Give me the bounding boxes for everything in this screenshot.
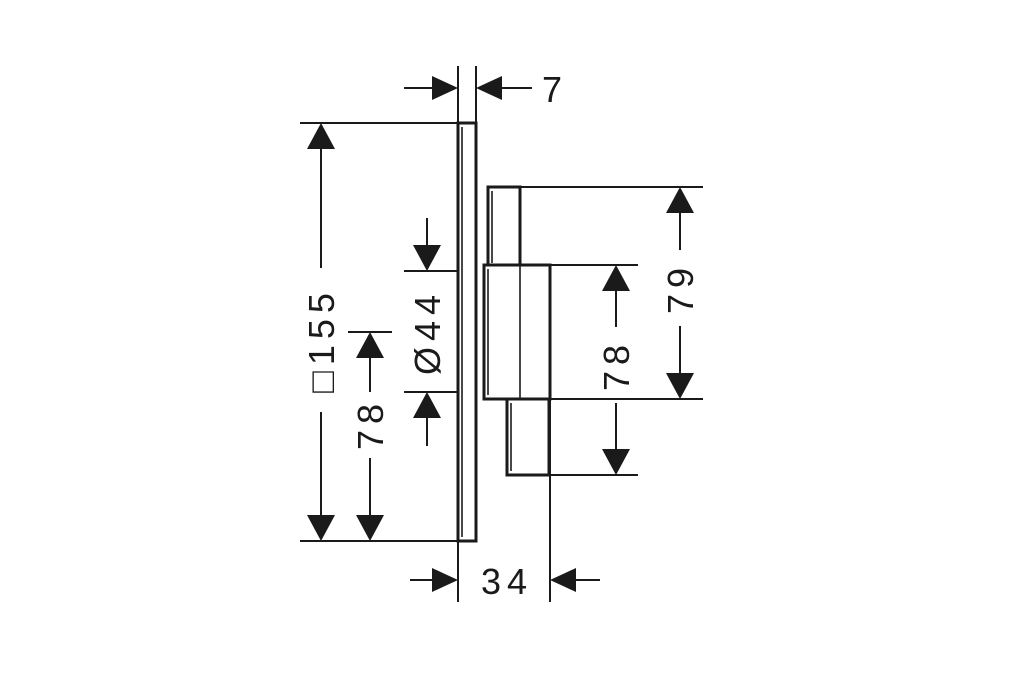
lower-block bbox=[505, 397, 551, 477]
total-depth-label: 34 bbox=[481, 561, 533, 602]
diameter-label: Ø44 bbox=[407, 289, 448, 375]
wall-plate bbox=[456, 121, 478, 543]
plate-size-label: □155 bbox=[301, 287, 342, 393]
dimension-upper-block: 79 bbox=[520, 186, 703, 400]
plate-thickness-label: 7 bbox=[542, 69, 568, 110]
center-height-label: 78 bbox=[350, 398, 391, 450]
dimension-plate-thickness: 7 bbox=[404, 66, 568, 123]
lower-block-label: 78 bbox=[596, 339, 637, 391]
middle-body bbox=[482, 263, 552, 401]
dimension-total-depth: 34 bbox=[410, 399, 600, 602]
dimension-center-height: 78 bbox=[348, 331, 392, 541]
product-outline bbox=[456, 121, 552, 543]
dimension-plate-size: □155 bbox=[300, 122, 458, 542]
dimension-lower-block: 78 bbox=[549, 264, 638, 476]
upper-block-label: 79 bbox=[660, 262, 701, 314]
dimension-diameter: Ø44 bbox=[404, 218, 458, 446]
